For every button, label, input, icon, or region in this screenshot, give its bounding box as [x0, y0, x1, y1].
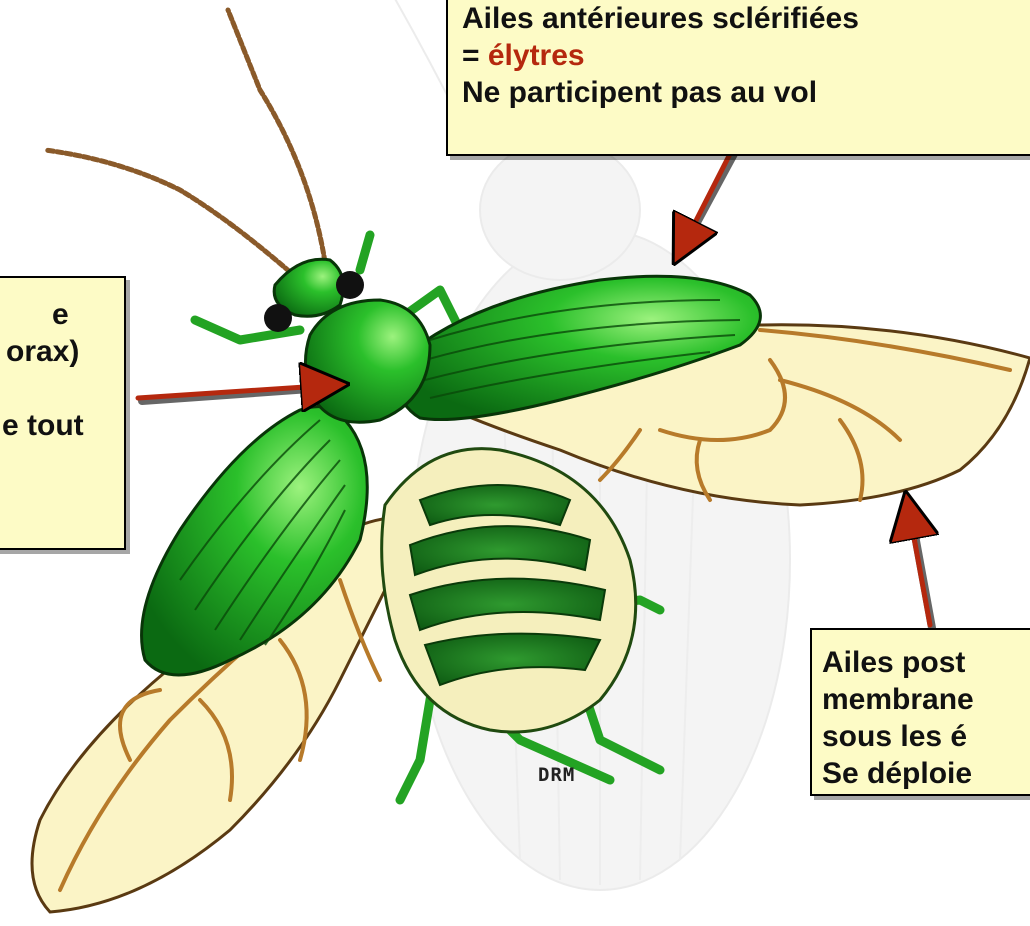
callout-hind-wings-line4: Se déploie	[822, 755, 1030, 792]
callout-thorax-line3: e tout	[2, 407, 124, 444]
callout-elytra-line3: Ne participent pas au vol	[462, 74, 1030, 111]
callout-elytra-term: élytres	[488, 39, 585, 72]
callout-thorax-line1: e	[52, 296, 124, 333]
arrow-elytra	[680, 150, 732, 252]
callout-thorax: e orax) e tout	[0, 276, 126, 550]
artist-signature: DRM	[538, 764, 575, 786]
callout-hind-wings-line1: Ailes post	[822, 644, 1030, 681]
callout-hind-wings: Ailes post membrane sous les é Se déploi…	[810, 628, 1030, 796]
callout-elytra-prefix: =	[462, 39, 488, 72]
callout-elytra-line1: Ailes antérieures sclérifiées	[462, 0, 1030, 37]
thorax-and-head	[264, 259, 430, 422]
callout-elytra-line2: = élytres	[462, 37, 1030, 74]
callout-thorax-spacer	[0, 370, 124, 407]
callout-elytra: Ailes antérieures sclérifiées = élytres …	[446, 0, 1030, 156]
antennae	[45, 10, 325, 272]
callout-hind-wings-line2: membrane	[822, 681, 1030, 718]
callout-hind-wings-line3: sous les é	[822, 718, 1030, 755]
arrow-hind-wing	[908, 505, 930, 625]
callout-thorax-line2: orax)	[6, 333, 124, 370]
